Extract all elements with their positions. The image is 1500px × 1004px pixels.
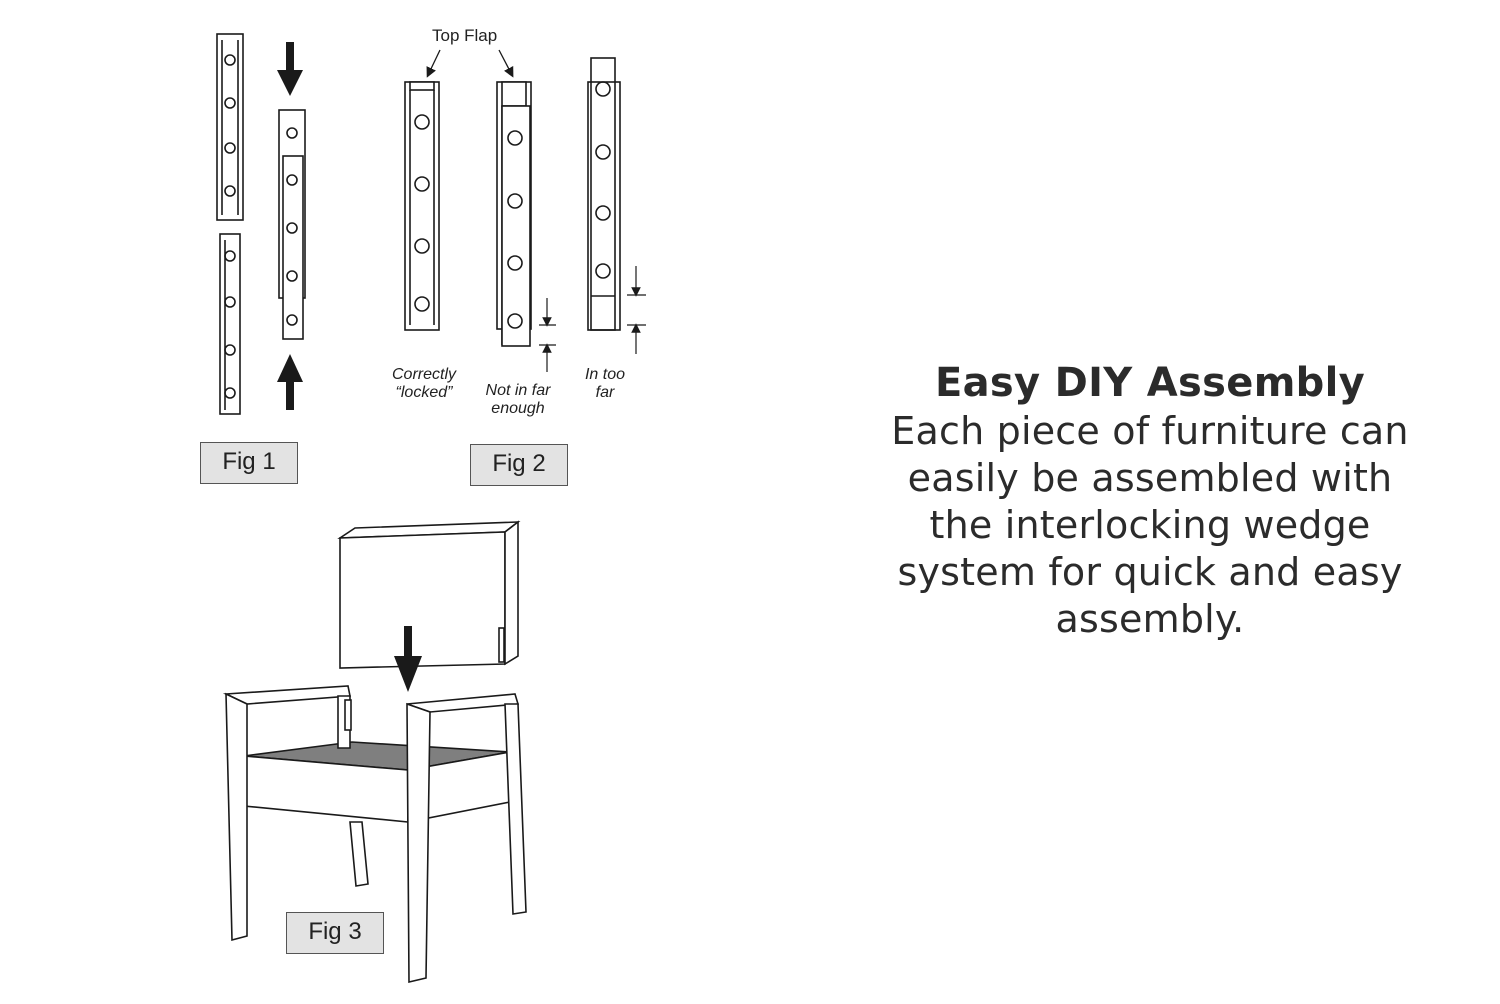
assembly-diagram: Top Flap Correctly “locked” Not in far e… — [200, 26, 646, 984]
promo-title: Easy DIY Assembly — [934, 360, 1365, 406]
promo-body-line: system for quick and easy — [897, 550, 1403, 594]
top-flap-pointers — [426, 49, 514, 78]
fig1-post-upper — [216, 33, 244, 221]
state-label-line1: In too — [584, 366, 626, 383]
fig3-down-arrow — [394, 626, 422, 692]
promo-body: Each piece of furniture can easily be as… — [860, 408, 1440, 643]
state-label-line2: “locked” — [395, 384, 453, 401]
fig1-post-joined — [278, 109, 306, 340]
state-label-line1: Correctly — [391, 366, 456, 383]
promo-text-block: Easy DIY Assembly Each piece of furnitur… — [860, 358, 1440, 643]
fig1-arrows — [277, 42, 303, 410]
assembly-illustration — [216, 33, 646, 984]
fig1-post-lower — [219, 233, 241, 415]
state-label-locked: Correctly “locked” — [378, 366, 470, 402]
fig3-chair-back — [337, 520, 521, 669]
state-label-line2: far — [595, 384, 615, 401]
state-label-line1: Not in far — [485, 382, 551, 399]
fig1-label: Fig 1 — [200, 442, 298, 484]
promo-body-line: the interlocking wedge — [929, 503, 1371, 547]
fig2-post-locked — [404, 81, 440, 331]
promo-body-line: easily be assembled with — [907, 456, 1393, 500]
fig3-label: Fig 3 — [286, 912, 384, 954]
fig2-label: Fig 2 — [470, 444, 568, 486]
fig2-post-not-far-enough — [496, 81, 532, 347]
fig2-dimension-marks — [539, 266, 646, 372]
top-flap-label: Top Flap — [432, 26, 498, 45]
promo-body-line: Each piece of furniture can — [891, 409, 1409, 453]
fig2-post-too-far — [587, 57, 621, 331]
state-label-line2: enough — [491, 400, 545, 417]
state-label-too-far: In too far — [570, 366, 640, 402]
fig3-chair-frame — [222, 685, 527, 984]
promo-body-line: assembly. — [1055, 597, 1245, 641]
state-label-not-far: Not in far enough — [472, 382, 564, 418]
